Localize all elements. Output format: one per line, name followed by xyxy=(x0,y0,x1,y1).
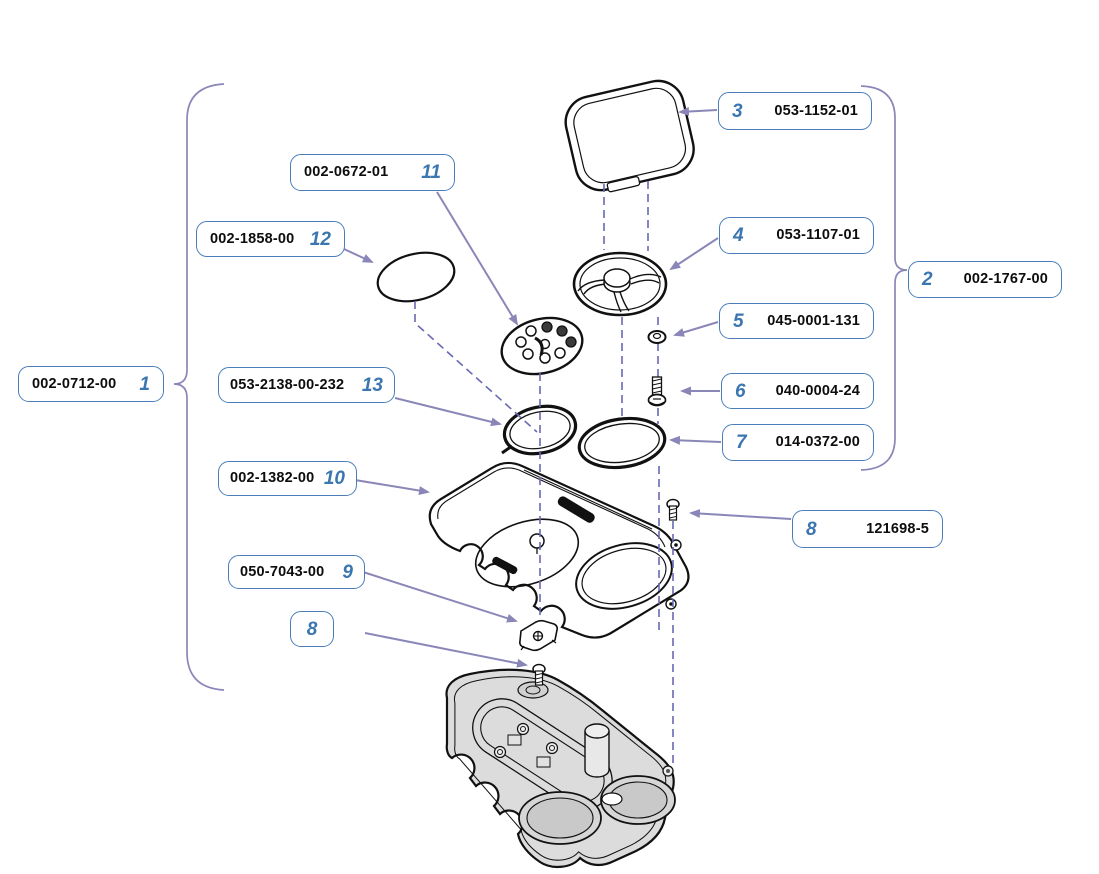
part-top-cover xyxy=(564,79,695,193)
part-top-plate xyxy=(428,461,690,639)
leader-11 xyxy=(436,191,519,326)
part-screw-8-right xyxy=(666,498,680,521)
part-number-6: 040-0004-24 xyxy=(775,382,860,399)
part-oring-7 xyxy=(577,416,667,470)
item-number-2: 2 xyxy=(922,269,933,290)
callout-2: 2 002-1767-00 xyxy=(908,261,1062,298)
callout-9: 050-7043-00 9 xyxy=(228,555,365,589)
callout-8-right: 8 121698-5 xyxy=(792,510,943,548)
item-number-6: 6 xyxy=(735,380,746,402)
leader-9 xyxy=(362,571,518,623)
part-pad xyxy=(376,251,456,303)
leader-3 xyxy=(678,107,718,117)
item-number-8: 8 xyxy=(806,518,817,540)
item-number-1: 1 xyxy=(139,373,150,395)
part-number-1: 002-0712-00 xyxy=(32,375,117,392)
part-number-2: 002-1767-00 xyxy=(963,271,1048,288)
item-number-4: 4 xyxy=(733,225,744,246)
item-number-5: 5 xyxy=(733,310,744,332)
part-washer xyxy=(647,330,667,344)
part-number-4: 053-1107-01 xyxy=(776,227,860,244)
item-number-13: 13 xyxy=(361,374,383,396)
callout-8-bottom: 8 xyxy=(290,611,334,647)
bracket-assembly-1 xyxy=(173,83,225,691)
part-number-9: 050-7043-00 xyxy=(240,563,325,580)
leader-12 xyxy=(343,248,374,263)
part-number-12: 002-1858-00 xyxy=(210,230,295,247)
item-number-3: 3 xyxy=(732,100,743,122)
leader-13 xyxy=(394,397,502,427)
leader-5 xyxy=(673,321,719,337)
item-number-7: 7 xyxy=(736,432,747,453)
leader-4 xyxy=(669,237,719,271)
item-number-10: 10 xyxy=(323,468,345,489)
part-knob xyxy=(572,251,668,317)
item-number-12: 12 xyxy=(309,228,331,250)
leader-8-bottom xyxy=(364,632,528,668)
part-keypad xyxy=(500,316,584,376)
callout-13: 053-2138-00-232 13 xyxy=(218,367,395,403)
part-screw-8-bottom xyxy=(532,663,546,686)
callout-7: 7 014-0372-00 xyxy=(722,424,874,461)
leader-arrows xyxy=(343,107,792,668)
part-number-11: 002-0672-01 xyxy=(304,164,389,181)
callout-5: 5 045-0001-131 xyxy=(719,303,874,339)
part-clip xyxy=(519,619,558,652)
callout-11: 002-0672-01 11 xyxy=(290,154,455,191)
part-number-5: 045-0001-131 xyxy=(767,312,860,329)
part-screw-6 xyxy=(647,376,667,407)
part-number-8: 121698-5 xyxy=(866,520,929,537)
part-oring-13 xyxy=(501,404,578,456)
item-number-9: 9 xyxy=(342,561,353,583)
item-number-11: 11 xyxy=(421,162,441,183)
part-number-10: 002-1382-00 xyxy=(230,470,315,487)
bracket-assembly-2 xyxy=(860,85,908,471)
alignment-dashed-lines xyxy=(414,181,674,764)
callout-10: 002-1382-00 10 xyxy=(218,461,357,496)
part-number-7: 014-0372-00 xyxy=(775,434,860,451)
callout-6: 6 040-0004-24 xyxy=(721,373,874,409)
leader-8-right xyxy=(689,509,792,520)
brand-logo-mark xyxy=(557,496,595,523)
part-base-housing xyxy=(445,668,676,868)
leader-10 xyxy=(354,479,430,495)
callout-12: 002-1858-00 12 xyxy=(196,221,345,257)
part-number-13: 053-2138-00-232 xyxy=(230,376,345,393)
callout-3: 3 053-1152-01 xyxy=(718,92,872,130)
item-number-8b: 8 xyxy=(306,618,318,640)
part-number-3: 053-1152-01 xyxy=(774,102,858,119)
leader-7 xyxy=(669,435,722,445)
callout-4: 4 053-1107-01 xyxy=(719,217,874,254)
callout-1: 002-0712-00 1 xyxy=(18,366,164,402)
